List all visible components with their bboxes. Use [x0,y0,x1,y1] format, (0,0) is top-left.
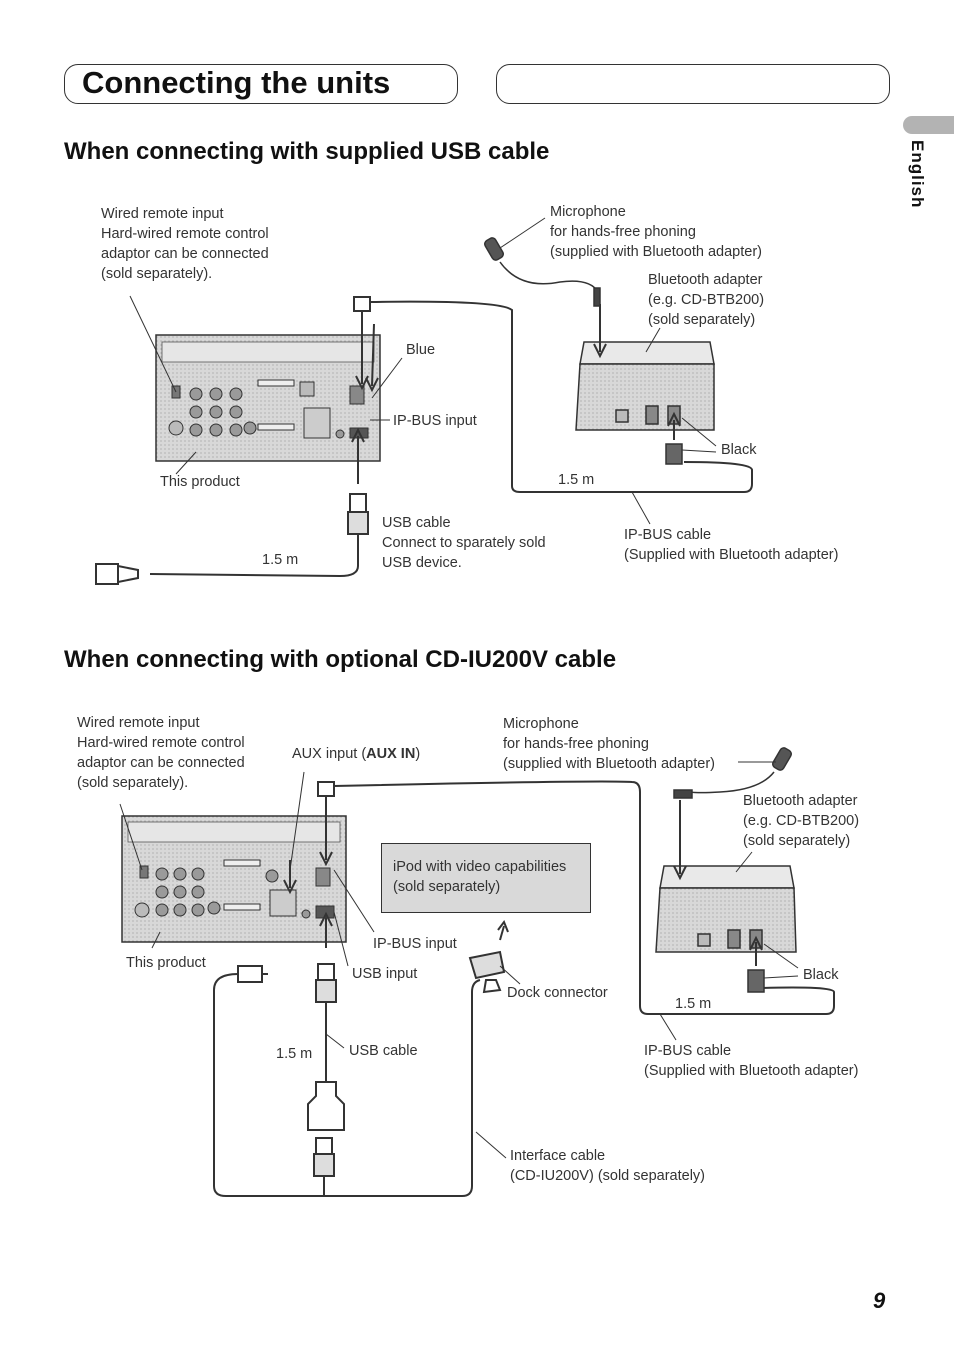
s1-arrows [355,312,379,393]
language-label: English [908,140,927,209]
s2-bt-adapter [655,865,797,993]
s2-wired-remote-label: Wired remote input Hard-wired remote con… [77,715,245,791]
s2-usb-input-label: USB input [352,966,418,982]
s1-usb-cable-label: USB cable Connect to sparately sold USB … [382,515,546,571]
s2-aux-interface-cable [213,950,506,1197]
s2-microphone [673,747,792,799]
s2-ipbus-length-label: 1.5 m [675,996,712,1012]
s2-usb-cable-label: USB cable [349,1043,418,1059]
ipod-box [381,843,591,913]
s2-this-product-label: This product [126,955,206,971]
s2-bt-adapter-label: Bluetooth adapter (e.g. CD-BTB200) (sold… [743,793,860,849]
s1-ipbus-cable-label: IP-BUS cable (Supplied with Bluetooth ad… [624,527,839,563]
section2-heading: When connecting with optional CD-IU200V … [64,646,617,673]
s2-ipbus-cable [317,780,835,1015]
language-tab [903,116,954,134]
s1-bt-adapter [575,341,715,465]
s1-black-label: Black [721,442,757,458]
s2-black-label: Black [803,967,839,983]
s2-ipod-label: iPod with video capabilities (sold separ… [393,859,567,895]
s1-head-unit [155,334,381,462]
s2-usb-length-label: 1.5 m [276,1046,313,1062]
s1-usb-cable [95,427,369,585]
s2-interface-cable-label: Interface cable (CD-IU200V) (sold separa… [510,1148,706,1184]
header-empty-frame [496,64,890,104]
s2-rca-jacks [139,865,335,919]
s1-ipbus-input-label: IP-BUS input [393,413,477,429]
s1-bt-adapter-label: Bluetooth adapter (e.g. CD-BTB200) (sold… [648,272,765,328]
s2-dock-connector-label: Dock connector [507,985,608,1001]
title-frame [64,64,458,104]
s1-wired-remote-label: Wired remote input Hard-wired remote con… [101,206,269,282]
s2-aux-input-label: AUX input (AUX IN) [292,746,421,762]
page-title: Connecting the units [82,65,391,100]
s1-ipbus-cable [353,296,753,493]
s1-ipbus-length-label: 1.5 m [558,472,595,488]
s2-ipbus-input-label: IP-BUS input [373,936,457,952]
s1-this-product-label: This product [160,474,240,490]
s1-microphone [484,237,601,307]
s1-blue-label: Blue [406,342,436,358]
s2-ipbus-cable-label: IP-BUS cable (Supplied with Bluetooth ad… [644,1043,859,1079]
s1-rca-jacks [171,381,369,439]
s2-microphone-label: Microphone for hands-free phoning (suppl… [503,716,715,772]
s2-usb-cable [307,963,345,1196]
s1-usb-length-label: 1.5 m [262,552,299,568]
section1-heading: When connecting with supplied USB cable [64,138,550,165]
page-number: 9 [873,1288,886,1313]
s1-microphone-label: Microphone for hands-free phoning (suppl… [550,204,762,260]
s2-head-unit [121,815,347,943]
